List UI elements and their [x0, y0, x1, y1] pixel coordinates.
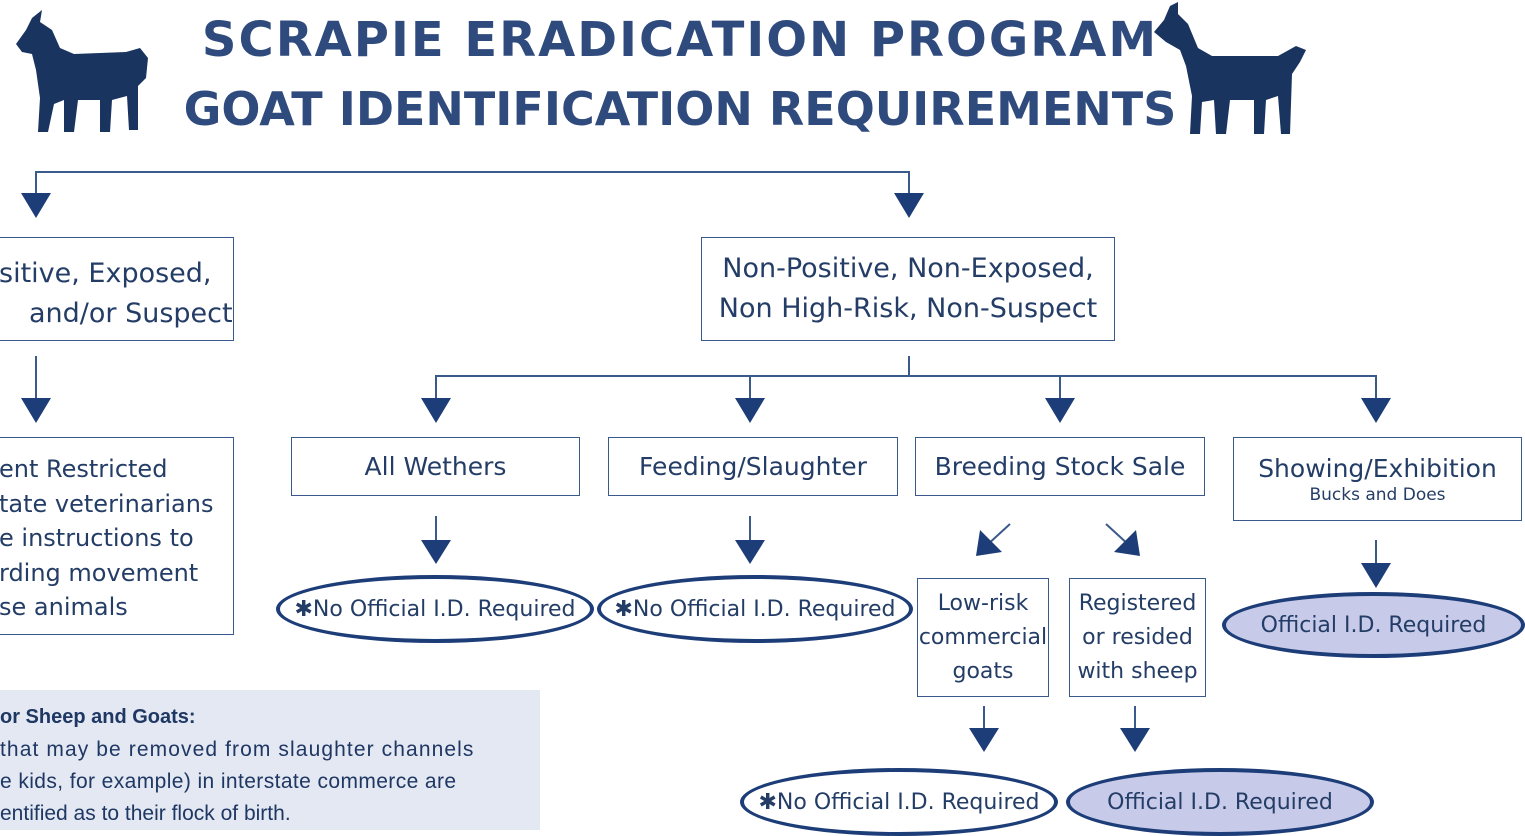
- category-breeding-stock-sale: Breeding Stock Sale: [915, 437, 1205, 496]
- outcome-no-id-required: ✱No Official I.D. Required: [597, 575, 913, 643]
- category-label: or resided: [1082, 624, 1193, 650]
- outcome-label: Official I.D. Required: [1260, 612, 1487, 638]
- category-label: Non High-Risk, Non-Suspect: [718, 293, 1098, 324]
- instruction-line: tate veterinarians: [0, 489, 214, 518]
- category-showing-exhibition: Showing/Exhibition Bucks and Does: [1233, 437, 1522, 521]
- category-box-non-positive: Non-Positive, Non-Exposed, Non High-Risk…: [701, 237, 1115, 341]
- note-line: entified as to their flock of birth.: [0, 802, 291, 825]
- category-label: Showing/Exhibition: [1258, 453, 1497, 483]
- instruction-line: ent Restricted: [0, 455, 168, 483]
- category-feeding-slaughter: Feeding/Slaughter: [608, 437, 898, 496]
- page-title: SCRAPIE ERADICATION PROGRAM: [201, 12, 1159, 68]
- outcome-official-id-required: Official I.D. Required: [1066, 768, 1374, 836]
- arrow-down-icon: [969, 728, 999, 752]
- category-all-wethers: All Wethers: [291, 437, 580, 496]
- arrow-down-icon: [21, 193, 51, 218]
- arrow-down-icon: [1361, 563, 1391, 588]
- page-subtitle: GOAT IDENTIFICATION REQUIREMENTS: [183, 82, 1177, 136]
- goat-icon: [1154, 2, 1306, 134]
- category-label: with sheep: [1077, 658, 1198, 684]
- note-line: that may be removed from slaughter chann…: [0, 738, 475, 761]
- arrow-down-icon: [421, 398, 451, 423]
- outcome-no-id-required: ✱No Official I.D. Required: [276, 575, 594, 643]
- arrow-down-icon: [1120, 728, 1150, 752]
- arrow-down-left-icon: [976, 530, 1002, 556]
- arrow-down-icon: [894, 193, 924, 218]
- category-label: Non-Positive, Non-Exposed,: [722, 253, 1094, 284]
- category-label: and/or Suspect: [29, 298, 233, 329]
- category-registered-with-sheep: Registered or resided with sheep: [1069, 578, 1206, 697]
- arrow-down-icon: [1045, 398, 1075, 423]
- category-label: sitive, Exposed,: [0, 258, 212, 289]
- instruction-line: e instructions to: [0, 524, 194, 552]
- restricted-instructions-box: ent Restricted tate veterinarians e inst…: [0, 437, 234, 635]
- instruction-line: rding movement: [0, 558, 199, 587]
- category-label: Registered: [1078, 590, 1197, 616]
- outcome-label: ✱No Official I.D. Required: [614, 596, 896, 622]
- note-line: e kids, for example) in interstate comme…: [0, 770, 457, 793]
- category-box-positive: sitive, Exposed, and/or Suspect: [0, 237, 234, 341]
- arrow-down-icon: [735, 540, 765, 564]
- category-label: commercial: [918, 624, 1048, 650]
- category-label: All Wethers: [364, 452, 507, 481]
- outcome-label: ✱No Official I.D. Required: [758, 789, 1040, 815]
- goat-icon: [16, 10, 148, 132]
- outcome-no-id-required: ✱No Official I.D. Required: [740, 768, 1058, 836]
- note-panel: or Sheep and Goats: that may be removed …: [0, 690, 540, 830]
- category-low-risk-commercial: Low-risk commercial goats: [917, 578, 1049, 697]
- category-label: goats: [952, 658, 1014, 684]
- arrow-down-icon: [421, 540, 451, 564]
- category-sublabel: Bucks and Does: [1309, 484, 1446, 505]
- outcome-label: ✱No Official I.D. Required: [294, 596, 576, 622]
- arrow-down-icon: [21, 398, 51, 423]
- category-label: Feeding/Slaughter: [639, 452, 867, 481]
- note-heading: or Sheep and Goats:: [0, 706, 196, 728]
- outcome-label: Official I.D. Required: [1107, 789, 1333, 815]
- arrow-down-icon: [1361, 398, 1391, 423]
- arrow-down-icon: [735, 398, 765, 423]
- category-label: Low-risk: [937, 590, 1029, 616]
- outcome-official-id-required: Official I.D. Required: [1222, 592, 1525, 658]
- instruction-line: se animals: [0, 593, 128, 621]
- arrow-down-right-icon: [1114, 530, 1140, 556]
- category-label: Breeding Stock Sale: [934, 452, 1186, 481]
